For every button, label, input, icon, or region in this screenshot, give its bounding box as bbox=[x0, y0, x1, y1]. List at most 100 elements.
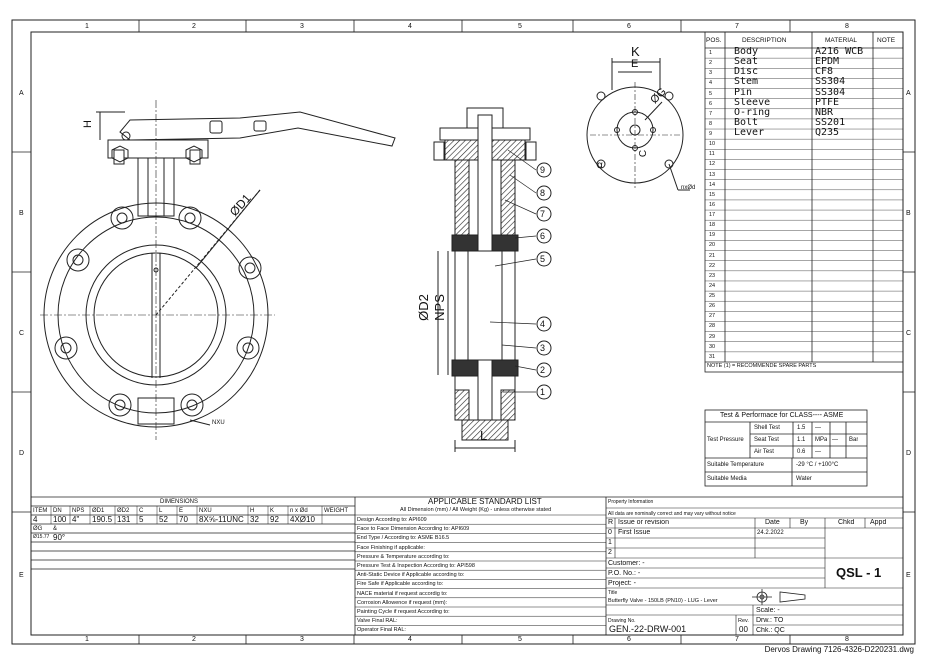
model-code: QSL - 1 bbox=[836, 565, 882, 580]
checked-by: Chk.: QC bbox=[756, 627, 785, 634]
media-label: Suitable Media bbox=[707, 476, 747, 482]
part-material: Q235 bbox=[815, 128, 840, 139]
dim-extra: Ø15.77 bbox=[33, 534, 50, 540]
grid-dividers bbox=[12, 20, 915, 644]
alt-unit-dash: — bbox=[832, 437, 838, 443]
parts-header-material: MATERIAL bbox=[825, 37, 858, 44]
part-description: Body bbox=[734, 47, 759, 57]
column-label: 8 bbox=[845, 636, 849, 643]
revision-date: 24.2.2022 bbox=[757, 530, 784, 536]
dim-header: ØD2 bbox=[117, 508, 130, 514]
alt-unit: Bar bbox=[849, 437, 859, 443]
rev-value: 00 bbox=[739, 625, 748, 634]
test-value: 0.6 bbox=[797, 449, 806, 455]
revision-number: 0 bbox=[608, 529, 612, 536]
part-pos: 7 bbox=[709, 110, 713, 117]
standards-subtitle: All Dimension (mm) / All Weight (Kg) - u… bbox=[400, 507, 552, 513]
section-view bbox=[433, 107, 552, 452]
test-value: 1.5 bbox=[797, 425, 806, 431]
part-description: Stem bbox=[734, 77, 759, 88]
row-label: D bbox=[906, 450, 912, 457]
dim-value: 4XØ10 bbox=[290, 515, 315, 524]
dim-value: 190.5 bbox=[92, 515, 113, 524]
column-label: 3 bbox=[300, 636, 304, 643]
row-label: A bbox=[906, 90, 911, 97]
part-pos: 4 bbox=[709, 80, 713, 87]
dim-extra: ØG bbox=[33, 526, 43, 532]
revision-header-cell: R bbox=[608, 519, 614, 526]
rev-label: Rev. bbox=[738, 618, 749, 624]
column-label: 2 bbox=[192, 636, 196, 643]
standard-item: Face Finishing if applicable: bbox=[357, 544, 425, 551]
test-unit: MPa bbox=[815, 437, 828, 443]
parts-table-grid bbox=[704, 31, 904, 373]
part-pos: 31 bbox=[709, 353, 716, 360]
part-pos: 29 bbox=[709, 333, 716, 340]
balloon-number: 4 bbox=[540, 319, 546, 329]
standard-item: NACE material if request accordig to: bbox=[357, 590, 448, 597]
column-label: 1 bbox=[85, 23, 89, 30]
dim-value: 4 bbox=[33, 515, 38, 524]
dim-extra: 90° bbox=[53, 533, 66, 542]
standard-item: Anti-Static Device if Applicable accordi… bbox=[357, 572, 465, 579]
column-label: 3 bbox=[300, 23, 304, 30]
parts-row-lines bbox=[705, 57, 903, 353]
part-pos: 3 bbox=[709, 70, 713, 77]
column-label: 4 bbox=[408, 636, 412, 643]
part-pos: 21 bbox=[709, 252, 716, 259]
part-pos: 8 bbox=[709, 120, 713, 127]
part-description: Sleeve bbox=[734, 97, 771, 108]
revision-header-cell: By bbox=[800, 519, 809, 526]
c-label: C bbox=[638, 149, 650, 158]
customer: Customer: - bbox=[608, 560, 645, 567]
balloon-number: 1 bbox=[540, 387, 546, 397]
part-description: Pin bbox=[734, 87, 753, 98]
part-pos: 17 bbox=[709, 212, 716, 219]
column-label: 6 bbox=[627, 23, 631, 30]
top-view bbox=[586, 58, 690, 191]
column-label: 5 bbox=[518, 636, 522, 643]
part-pos: 11 bbox=[709, 151, 715, 158]
dim-header: ØD1 bbox=[92, 508, 105, 514]
e-label: E bbox=[631, 58, 639, 70]
dim-value: 131 bbox=[117, 515, 131, 524]
test-pressure-label: Test Pressure bbox=[707, 437, 744, 443]
part-description: Seat bbox=[734, 57, 759, 68]
dim-header: ITEM bbox=[33, 508, 48, 514]
test-value: 1.1 bbox=[797, 437, 806, 443]
dim-header: n x Ød bbox=[290, 508, 308, 514]
part-material: PTFE bbox=[815, 97, 840, 108]
dim-header: NXU bbox=[199, 508, 212, 514]
test-unit: — bbox=[815, 449, 821, 455]
standard-item: End Type / According to: ASME B16.5 bbox=[357, 535, 450, 542]
l-label: L bbox=[480, 428, 488, 443]
part-description: Bolt bbox=[734, 117, 759, 128]
part-pos: 14 bbox=[709, 181, 716, 188]
std-row-lines bbox=[355, 514, 606, 626]
part-pos: 20 bbox=[709, 242, 716, 249]
revision-header-cell: Appd bbox=[870, 519, 887, 526]
standard-item: Face to Face Dimension According to: API… bbox=[357, 526, 470, 533]
parts-note: NOTE (1) = RECOMMENDE SPARE PARTS bbox=[707, 363, 817, 369]
k-label: K bbox=[631, 44, 640, 59]
part-pos: 6 bbox=[709, 100, 713, 107]
outer-frame bbox=[11, 19, 916, 645]
part-pos: 12 bbox=[709, 161, 716, 168]
nps-label: NPS bbox=[431, 294, 447, 321]
part-pos: 16 bbox=[709, 201, 716, 208]
column-label: 2 bbox=[192, 23, 196, 30]
test-name: Shell Test bbox=[754, 425, 780, 431]
dim-header: L bbox=[159, 508, 163, 514]
dimensions-title: DIMENSIONS bbox=[160, 499, 199, 505]
title-label: Title bbox=[608, 590, 618, 596]
part-pos: 28 bbox=[709, 323, 716, 330]
standard-item: Pressure Test & Inspection According to:… bbox=[357, 563, 475, 569]
part-material: CF8 bbox=[815, 67, 834, 78]
dim-header: NPS bbox=[72, 508, 85, 514]
part-pos: 22 bbox=[709, 262, 716, 269]
parts-header-pos: POS. bbox=[706, 37, 722, 44]
h-label: H bbox=[81, 120, 94, 128]
part-description: O-ring bbox=[734, 107, 771, 118]
title-value: Butterfly Valve - 150LB (PN10) - LUG - L… bbox=[608, 598, 718, 604]
